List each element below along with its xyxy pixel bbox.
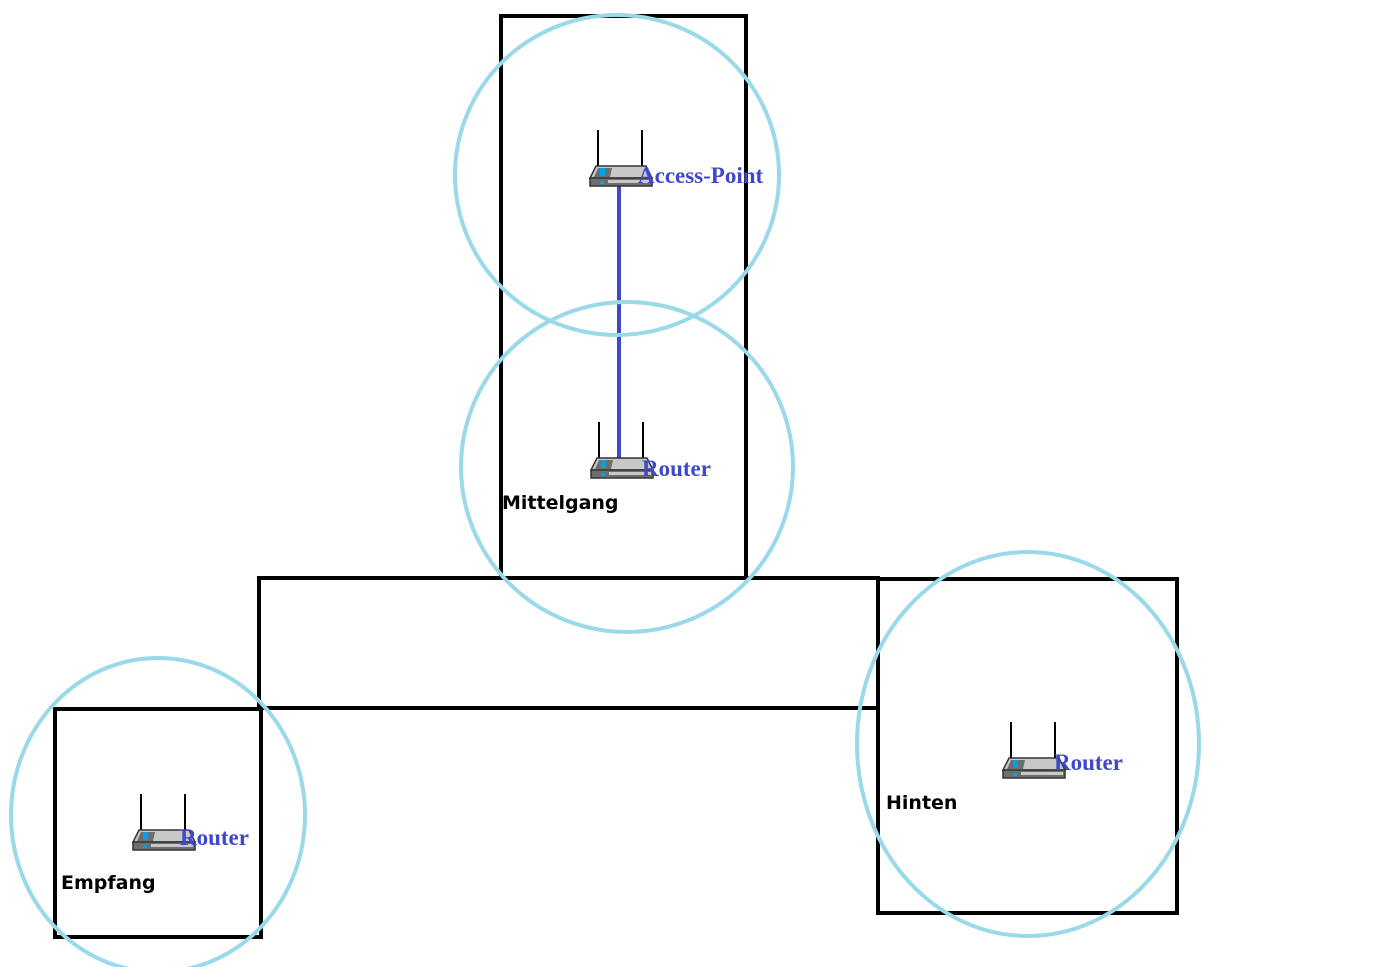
coverage-access-point (453, 13, 781, 337)
coverage-router-empfang (9, 656, 307, 967)
device-label-router-mittelgang: Router (642, 456, 711, 481)
room-label-empfang: Empfang (61, 872, 156, 894)
device-label-router-hinten: Router (1054, 750, 1123, 775)
coverage-router-mittelgang (459, 300, 795, 634)
device-label-router-empfang: Router (180, 825, 249, 850)
room-empfang (53, 707, 263, 939)
room-label-mittelgang: Mittelgang (502, 492, 619, 514)
coverage-router-hinten (855, 550, 1201, 938)
room-label-hinten: Hinten (886, 792, 957, 814)
room-corridor (257, 576, 880, 710)
device-label-access-point: Access-Point (638, 163, 764, 188)
room-hinten (876, 577, 1179, 915)
